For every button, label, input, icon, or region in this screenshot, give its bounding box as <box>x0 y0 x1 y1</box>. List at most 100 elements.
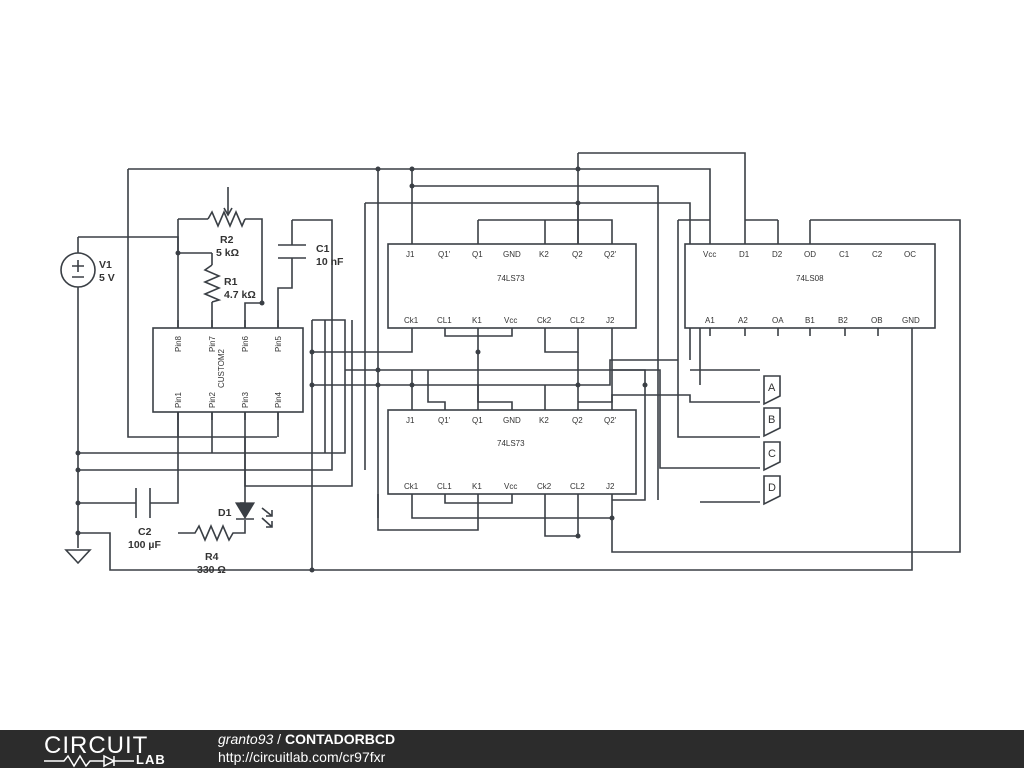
ff1-top-pin: Q2' <box>604 250 617 259</box>
ff2-top-pin: Q2 <box>572 416 583 425</box>
ff1-top-pin: Q2 <box>572 250 583 259</box>
output-tag-b: B <box>763 407 781 438</box>
ff2-chip-label: 74LS73 <box>497 439 525 448</box>
and-bottom-pin: B2 <box>838 316 848 325</box>
ff1-bottom-pin: Vcc <box>504 316 517 325</box>
project-name: CONTADORBCD <box>284 731 396 747</box>
ff2-bottom-pin: CL2 <box>570 482 585 491</box>
ff2-bottom-pin: K1 <box>472 482 482 491</box>
ff2-top-pin: GND <box>503 416 521 425</box>
c2-value: 100 µF <box>128 539 161 551</box>
chip-74ls73-lower: J1 Q1' Q1 GND K2 Q2 Q2' Ck1 CL1 K1 Vcc C… <box>387 409 637 495</box>
resistor-wave-icon <box>44 754 134 768</box>
project-url[interactable]: http://circuitlab.com/cr97fxr <box>218 749 386 765</box>
ff2-top-pin: K2 <box>539 416 549 425</box>
output-tag-c-label: C <box>768 448 776 460</box>
c1-value: 10 nF <box>316 256 344 268</box>
ff2-bottom-pin: Ck2 <box>537 482 552 491</box>
output-tags: A B C D <box>763 375 781 506</box>
r4-value: 330 Ω <box>197 564 226 576</box>
ground-icon <box>64 549 92 565</box>
custom-top-pin: Pin6 <box>241 335 250 352</box>
ff1-bottom-pin: Ck2 <box>537 316 552 325</box>
and-bottom-pin: GND <box>902 316 920 325</box>
chip-74ls08: Vcc D1 D2 OD C1 C2 OC A1 A2 OA B1 B2 OB … <box>684 243 936 329</box>
and-bottom-pin: B1 <box>805 316 815 325</box>
output-tag-c: C <box>763 441 781 472</box>
title-separator: / <box>273 731 285 747</box>
ff2-bottom-pin: J2 <box>606 482 615 491</box>
custom-bottom-pin: Pin2 <box>208 391 217 408</box>
ff2-bottom-pin: Vcc <box>504 482 517 491</box>
ff1-top-pin: Q1 <box>472 250 483 259</box>
ff2-top-pin: Q1 <box>472 416 483 425</box>
resistor-r2: R2 5 kΩ <box>207 187 246 259</box>
c2-name: C2 <box>138 526 152 538</box>
d1-name: D1 <box>218 507 232 519</box>
schematic-canvas: V1 5 V R2 5 kΩ R1 4.7 kΩ C1 10 nF C2 100… <box>60 152 961 576</box>
ff2-bottom-pin: Ck1 <box>404 482 419 491</box>
junction-dots <box>75 166 648 573</box>
author-link[interactable]: granto93 <box>218 731 274 747</box>
v1-value: 5 V <box>99 272 115 284</box>
wires <box>77 152 961 571</box>
footer-bar: CIRCUIT LAB granto93 / CONTADORBCD http:… <box>0 730 1024 768</box>
circuitlab-logo[interactable]: CIRCUIT LAB <box>44 732 174 768</box>
and-chip-label: 74LS08 <box>796 274 824 283</box>
ff1-bottom-pin: Ck1 <box>404 316 419 325</box>
output-tag-a-label: A <box>768 382 776 394</box>
r1-name: R1 <box>224 276 238 288</box>
and-top-pin: OD <box>804 250 816 259</box>
ff2-top-pin: Q2' <box>604 416 617 425</box>
and-bottom-pin: OA <box>772 316 784 325</box>
c1-name: C1 <box>316 243 330 255</box>
custom-top-pin: Pin5 <box>274 335 283 352</box>
and-top-pin: Vcc <box>703 250 716 259</box>
and-top-pin: D2 <box>772 250 783 259</box>
custom-bottom-pin: Pin4 <box>274 391 283 408</box>
ff1-bottom-pin: J2 <box>606 316 615 325</box>
resistor-r4: R4 330 Ω <box>178 520 246 576</box>
logo-word: CIRCUIT <box>44 732 149 759</box>
project-title-line: granto93 / CONTADORBCD <box>218 731 395 747</box>
ff1-bottom-pin: K1 <box>472 316 482 325</box>
output-tag-d: D <box>763 475 781 506</box>
output-tag-a: A <box>763 375 781 406</box>
ff1-bottom-pin: CL2 <box>570 316 585 325</box>
custom-top-pin: Pin8 <box>174 335 183 352</box>
and-top-pin: C1 <box>839 250 850 259</box>
custom-bottom-pin: Pin3 <box>241 391 250 408</box>
ff1-top-pin: Q1' <box>438 250 451 259</box>
and-bottom-pin: A2 <box>738 316 748 325</box>
ff1-bottom-pin: CL1 <box>437 316 452 325</box>
output-tag-d-label: D <box>768 482 776 494</box>
r2-name: R2 <box>220 234 234 246</box>
output-tag-b-label: B <box>768 414 775 426</box>
chip-74ls73-upper: J1 Q1' Q1 GND K2 Q2 Q2' Ck1 CL1 K1 Vcc C… <box>387 243 637 329</box>
and-top-pin: D1 <box>739 250 750 259</box>
ff2-bottom-pin: CL1 <box>437 482 452 491</box>
and-top-pin: C2 <box>872 250 883 259</box>
and-bottom-pin: A1 <box>705 316 715 325</box>
logo-sub: LAB <box>136 752 166 767</box>
r4-name: R4 <box>205 551 219 563</box>
ff2-top-pin: J1 <box>406 416 415 425</box>
chip-custom2: Pin8 Pin7 Pin6 Pin5 Pin1 Pin2 Pin3 Pin4 … <box>152 320 304 420</box>
led-d1: D1 <box>218 502 273 528</box>
custom-top-pin: Pin7 <box>208 335 217 352</box>
resistor-r1: R1 4.7 kΩ <box>202 264 256 303</box>
ff1-top-pin: GND <box>503 250 521 259</box>
ff2-top-pin: Q1' <box>438 416 451 425</box>
capacitor-c2: C2 100 µF <box>128 488 161 551</box>
ff1-chip-label: 74LS73 <box>497 274 525 283</box>
battery-v1: V1 5 V <box>60 252 115 288</box>
ff1-top-pin: K2 <box>539 250 549 259</box>
r2-value: 5 kΩ <box>216 247 239 259</box>
custom-bottom-pin: Pin1 <box>174 391 183 408</box>
ff1-top-pin: J1 <box>406 250 415 259</box>
and-top-pin: OC <box>904 250 916 259</box>
capacitor-c1: C1 10 nF <box>278 243 344 268</box>
v1-name: V1 <box>99 259 112 271</box>
custom-chip-label: CUSTOM2 <box>217 348 226 388</box>
and-bottom-pin: OB <box>871 316 883 325</box>
